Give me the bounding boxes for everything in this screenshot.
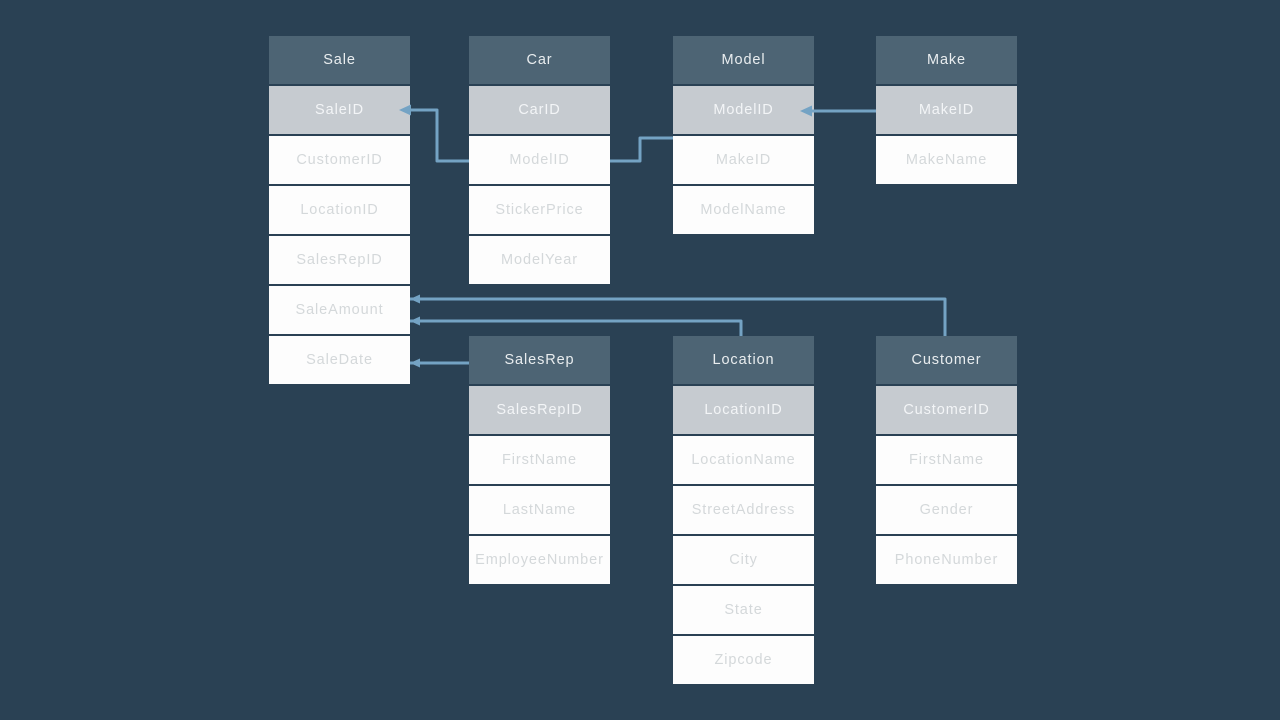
table-sale-field-salesrepid: SalesRepID (269, 236, 410, 284)
table-make-title: Make (876, 36, 1017, 84)
table-model-field-modelname: ModelName (673, 186, 814, 234)
table-location-title: Location (673, 336, 814, 384)
table-car-field-modelyear: ModelYear (469, 236, 610, 284)
table-model-title: Model (673, 36, 814, 84)
table-salesrep-field-lastname: LastName (469, 486, 610, 534)
table-salesrep-title: SalesRep (469, 336, 610, 384)
table-location-field-locationname: LocationName (673, 436, 814, 484)
table-make-field-makename: MakeName (876, 136, 1017, 184)
table-customer-field-gender: Gender (876, 486, 1017, 534)
table-customer-primary-key-row: CustomerID (876, 386, 1017, 434)
table-sale-field-locationid: LocationID (269, 186, 410, 234)
table-location-field-city: City (673, 536, 814, 584)
table-car-field-stickerprice: StickerPrice (469, 186, 610, 234)
table-customer-field-phonenumber: PhoneNumber (876, 536, 1017, 584)
table-customer-title: Customer (876, 336, 1017, 384)
table-salesrep-field-employeenumber: EmployeeNumber (469, 536, 610, 584)
table-customer-field-firstname: FirstName (876, 436, 1017, 484)
table-sale-field-saleamount: SaleAmount (269, 286, 410, 334)
table-salesrep-field-firstname: FirstName (469, 436, 610, 484)
table-sale-title: Sale (269, 36, 410, 84)
table-car-primary-key-row: CarID (469, 86, 610, 134)
table-sale-field-saledate: SaleDate (269, 336, 410, 384)
table-model-primary-key-row: ModelID (673, 86, 814, 134)
table-make-primary-key-row: MakeID (876, 86, 1017, 134)
table-location-field-zipcode: Zipcode (673, 636, 814, 684)
table-location-primary-key-row: LocationID (673, 386, 814, 434)
table-location-field-streetaddress: StreetAddress (673, 486, 814, 534)
table-salesrep-primary-key-row: SalesRepID (469, 386, 610, 434)
table-car-title: Car (469, 36, 610, 84)
table-sale-primary-key-row: SaleID (269, 86, 410, 134)
table-sale-field-customerid: CustomerID (269, 136, 410, 184)
table-location-field-state: State (673, 586, 814, 634)
table-model-field-makeid: MakeID (673, 136, 814, 184)
table-car-field-modelid: ModelID (469, 136, 610, 184)
